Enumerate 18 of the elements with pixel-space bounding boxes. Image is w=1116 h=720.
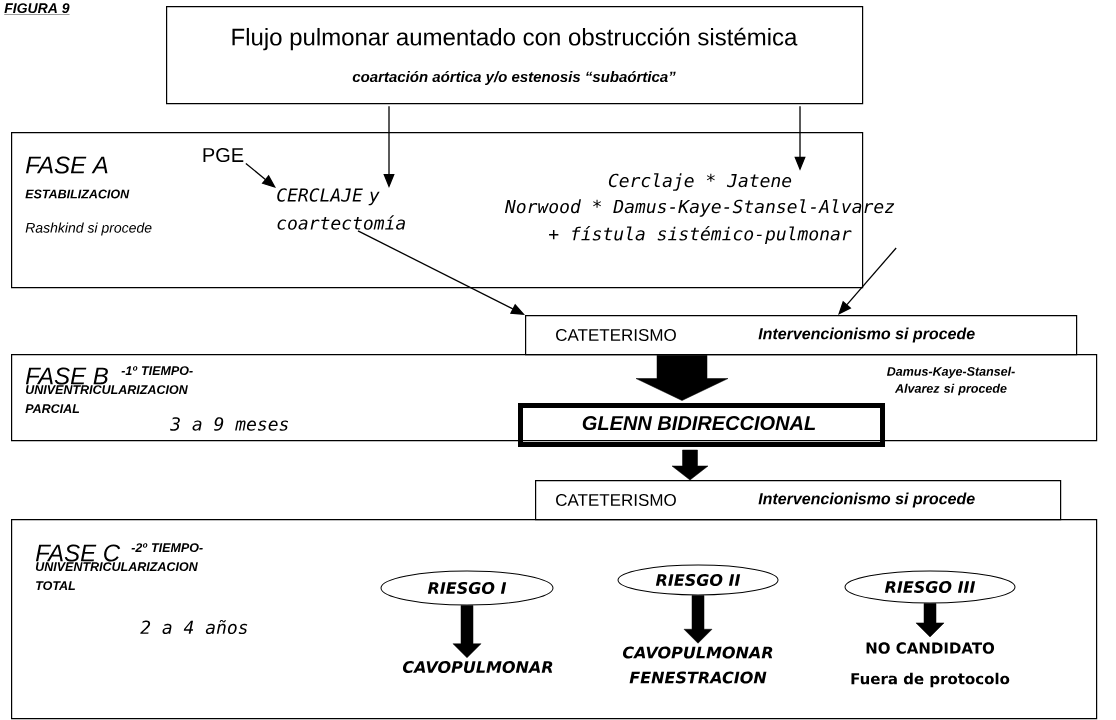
arrow [357,230,525,315]
outcome-text: NO CANDIDATO Fuera de protocolo [851,642,1010,688]
catheterization-box: CATETERISMO Intervencionismo si procede [525,315,1078,356]
drug-text: PGE [203,147,244,163]
arrow [838,247,897,315]
figure-label: FIGURA 9 [4,3,70,15]
block-arrow [915,603,945,638]
outcome-text: CAVOPULMONAR FENESTRACION [622,646,773,684]
procedure-text: CERCLAJE y coartectomía [277,188,405,230]
catheterization-box: CATETERISMO Intervencionismo si procede [535,480,1062,521]
block-arrow [452,605,482,658]
arrow [245,162,276,188]
header-box: Flujo pulmonar aumentado con obstrucción sistémica coartación aórtica y/o estenosis “subaórtica” [166,6,864,105]
outcome-text: CAVOPULMONAR [402,660,553,674]
block-arrow [683,595,713,644]
block-arrow [635,354,729,401]
block-arrow [671,449,709,481]
procedure-box: GLENN BIDIRECCIONAL [518,403,885,447]
